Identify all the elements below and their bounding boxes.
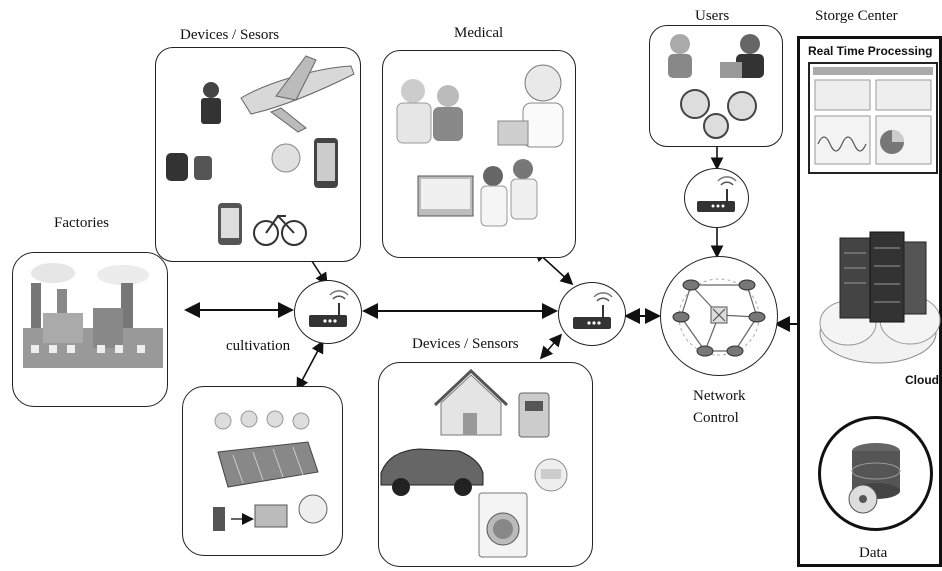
- medical-label: Medical: [454, 25, 504, 41]
- cultivation-illustration: [213, 410, 328, 531]
- server-cloud-icon: [819, 231, 941, 364]
- devices-sensors-top-label: Devices / Sesors: [180, 27, 280, 43]
- router-icon: [294, 280, 362, 344]
- users-label: Users: [695, 8, 730, 24]
- cloud-label: Cloud: [905, 373, 939, 387]
- devices-sensors-bottom-label: Devices / Sensors: [412, 336, 519, 352]
- data-circle: [818, 416, 933, 531]
- users-box: [649, 25, 783, 147]
- factories-label: Factories: [54, 215, 109, 231]
- factory-illustration: [23, 263, 163, 368]
- medical-illustration: [396, 64, 564, 227]
- dashboard-screen-icon: [808, 62, 938, 174]
- network-topology-icon: [660, 256, 778, 376]
- devices-illustration: [166, 55, 355, 246]
- database-icon: [848, 443, 901, 514]
- arrow-router-devices: [539, 333, 563, 360]
- real-time-processing-label: Real Time Processing: [808, 44, 933, 58]
- network-label-line1: Network: [693, 388, 746, 404]
- storage-center-label: Storge Center: [815, 8, 898, 24]
- home-devices-illustration: [380, 368, 568, 558]
- data-label: Data: [859, 545, 888, 561]
- devices-sensors-bottom-box: [378, 362, 593, 567]
- arrow-router-cultivation: [296, 340, 324, 391]
- medical-box: [382, 50, 576, 258]
- arrow-devices-router: [309, 257, 328, 286]
- router-icon: [684, 168, 749, 228]
- router-icon: [558, 282, 626, 346]
- factories-box: [12, 252, 168, 407]
- network-label-line2: Control: [693, 410, 739, 426]
- devices-sensors-top-box: [155, 47, 361, 262]
- cultivation-box: [182, 386, 343, 556]
- users-illustration: [668, 34, 764, 139]
- cultivation-label: cultivation: [226, 338, 291, 354]
